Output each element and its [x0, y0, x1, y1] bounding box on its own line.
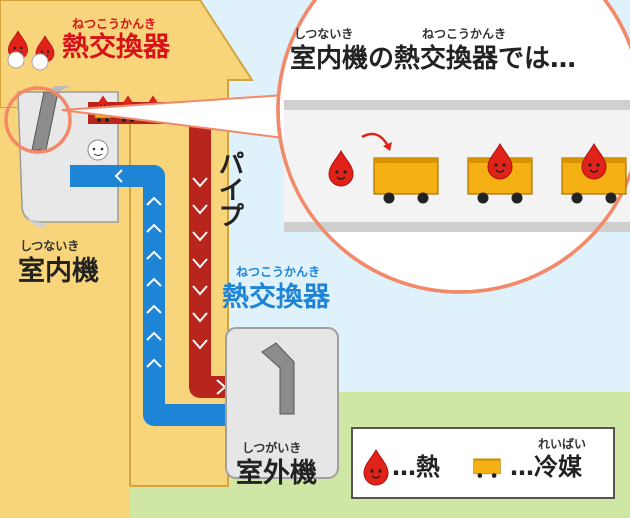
- curved-arrow-icon: [361, 132, 390, 147]
- legend-coolant-ruby: れいばい: [538, 437, 587, 451]
- outdoor-coil: [261, 342, 295, 415]
- hot-pipe-arrows: [192, 177, 227, 395]
- callout-ruby-1: しつないき: [294, 27, 354, 41]
- indoor-unit-label: 室内機: [18, 256, 99, 287]
- face-icon: [7, 51, 49, 71]
- indoor-hx-ruby: ねつこうかんき: [72, 17, 157, 31]
- callout-title: 室内機の熱交換器では…: [290, 44, 577, 74]
- legend-coolant-label: …冷媒: [510, 453, 582, 481]
- outdoor-hx-ruby: ねつこうかんき: [236, 265, 321, 279]
- callout-ruby-2: ねつこうかんき: [422, 27, 507, 41]
- face-icon: [87, 139, 109, 161]
- outdoor-hx-label: 熱交換器: [222, 282, 330, 313]
- pipe-label: パイプ: [214, 150, 244, 228]
- cold-pipe: [70, 165, 270, 426]
- indoor-unit-ruby: しつないき: [20, 239, 80, 253]
- callout-band-top: [284, 100, 630, 110]
- legend-heat-label: …熱: [392, 453, 440, 481]
- cold-pipe-arrows: [114, 169, 162, 368]
- outdoor-unit-ruby: しつがいき: [242, 441, 302, 455]
- indoor-hx-label: 熱交換器: [62, 32, 170, 63]
- callout-band-bottom: [284, 222, 630, 232]
- outdoor-unit-label: 室外機: [236, 458, 317, 489]
- highlight-circle: [4, 86, 72, 154]
